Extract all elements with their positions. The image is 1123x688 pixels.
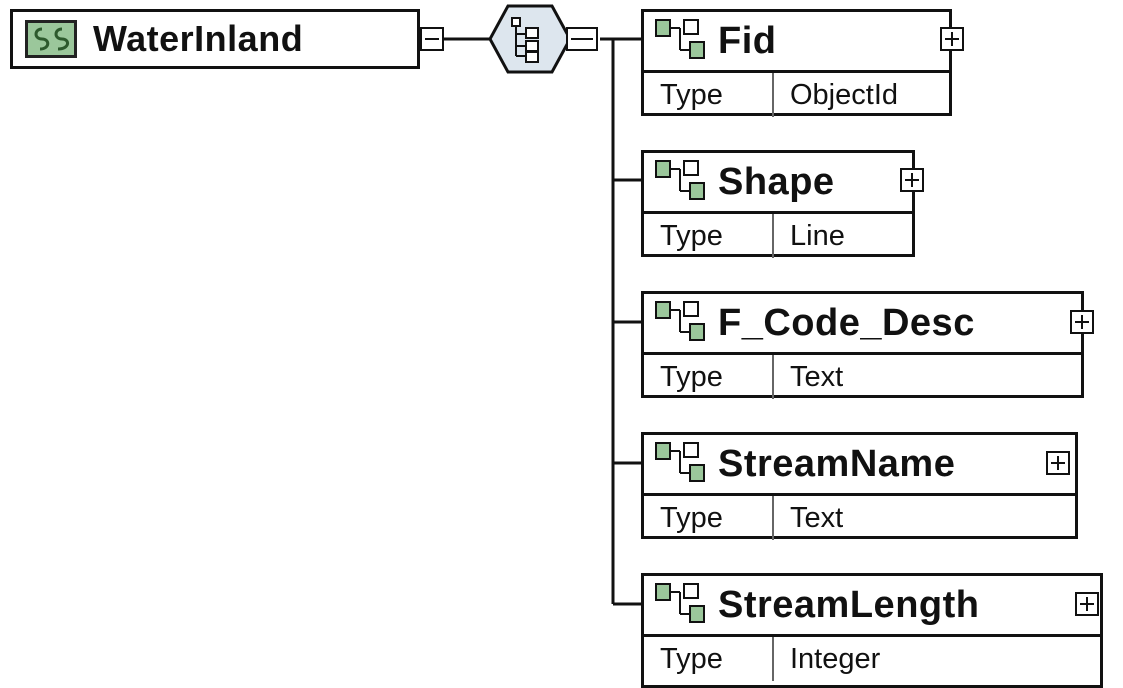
sequence-compositor-icon [488, 4, 572, 74]
type-label: Type [644, 496, 774, 540]
field-name: F_Code_Desc [718, 301, 975, 344]
type-label: Type [644, 637, 774, 681]
field-name: StreamLength [718, 583, 980, 626]
type-label: Type [644, 355, 774, 399]
expand-shape-icon[interactable] [900, 168, 924, 192]
field-element-shape[interactable]: Shape Type Line [641, 150, 915, 258]
field-name: Fid [718, 19, 777, 62]
field-type-row: Type Integer [644, 634, 1100, 681]
sequence-collapse-icon[interactable] [566, 27, 598, 51]
element-icon [654, 441, 712, 487]
field-element-streamlength[interactable]: StreamLength Type Integer [641, 573, 1103, 688]
element-icon [654, 582, 712, 628]
element-icon [654, 300, 712, 346]
element-icon [654, 159, 712, 205]
root-element-box[interactable]: WaterInland [10, 9, 420, 69]
type-value: Text [790, 501, 844, 534]
field-element-f-code-desc[interactable]: F_Code_Desc Type Text [641, 291, 1084, 399]
expand-streamname-icon[interactable] [1046, 451, 1070, 475]
feature-class-icon [25, 20, 77, 58]
field-type-row: Type Line [644, 211, 912, 258]
element-icon [654, 18, 712, 64]
field-element-streamname[interactable]: StreamName Type Text [641, 432, 1078, 540]
sequence-compositor[interactable] [488, 4, 584, 74]
type-value: ObjectId [790, 78, 898, 111]
field-type-row: Type ObjectId [644, 70, 949, 117]
expand-streamlength-icon[interactable] [1075, 592, 1099, 616]
field-type-row: Type Text [644, 352, 1081, 399]
field-element-fid[interactable]: Fid Type ObjectId [641, 9, 952, 117]
field-name: StreamName [718, 442, 956, 485]
expand-fid-icon[interactable] [940, 27, 964, 51]
root-element-name: WaterInland [93, 18, 304, 59]
type-label: Type [644, 214, 774, 258]
field-type-row: Type Text [644, 493, 1075, 540]
expand-f-code-desc-icon[interactable] [1070, 310, 1094, 334]
field-name: Shape [718, 160, 835, 203]
type-label: Type [644, 73, 774, 117]
root-collapse-icon[interactable] [420, 27, 444, 51]
type-value: Text [790, 360, 844, 393]
type-value: Integer [790, 642, 881, 675]
type-value: Line [790, 219, 845, 252]
